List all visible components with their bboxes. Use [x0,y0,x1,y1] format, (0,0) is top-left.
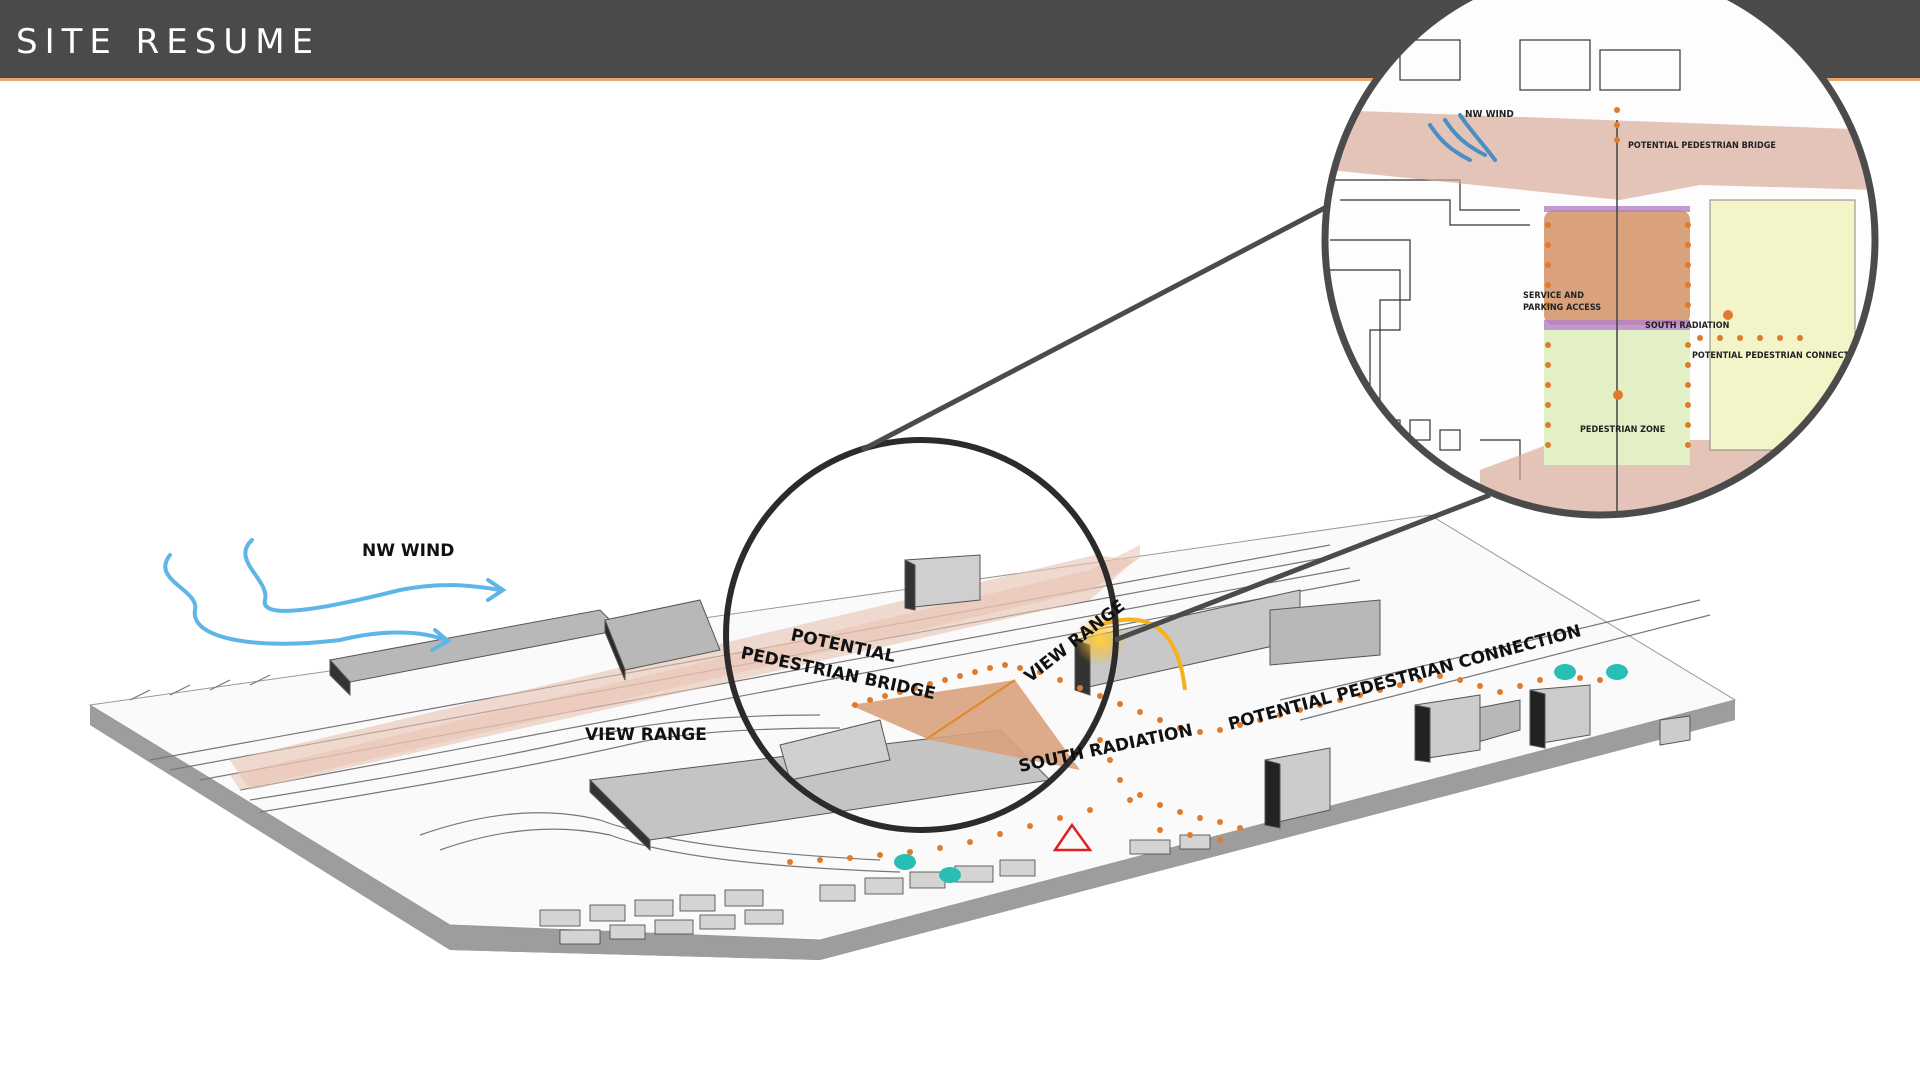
zoom-label-pedestrian-connection: POTENTIAL PEDESTRIAN CONNECTION [1692,351,1866,361]
zoom-label-pedestrian-bridge: POTENTIAL PEDESTRIAN BRIDGE [1628,141,1776,151]
zoom-detail: NW WIND POTENTIAL PEDESTRIAN BRIDGE SERV… [1325,0,1880,520]
zoom-label-service-line1: SERVICE AND [1523,291,1584,301]
zoom-label-pedestrian-zone: PEDESTRIAN ZONE [1580,425,1665,435]
zoom-label-nw-wind: NW WIND [1465,109,1514,120]
label-view-range-left: VIEW RANGE [585,725,707,745]
zoom-label-service-line2: PARKING ACCESS [1523,303,1601,313]
label-nw-wind: NW WIND [362,541,454,561]
zoom-label-south-radiation: SOUTH RADIATION [1645,321,1730,331]
